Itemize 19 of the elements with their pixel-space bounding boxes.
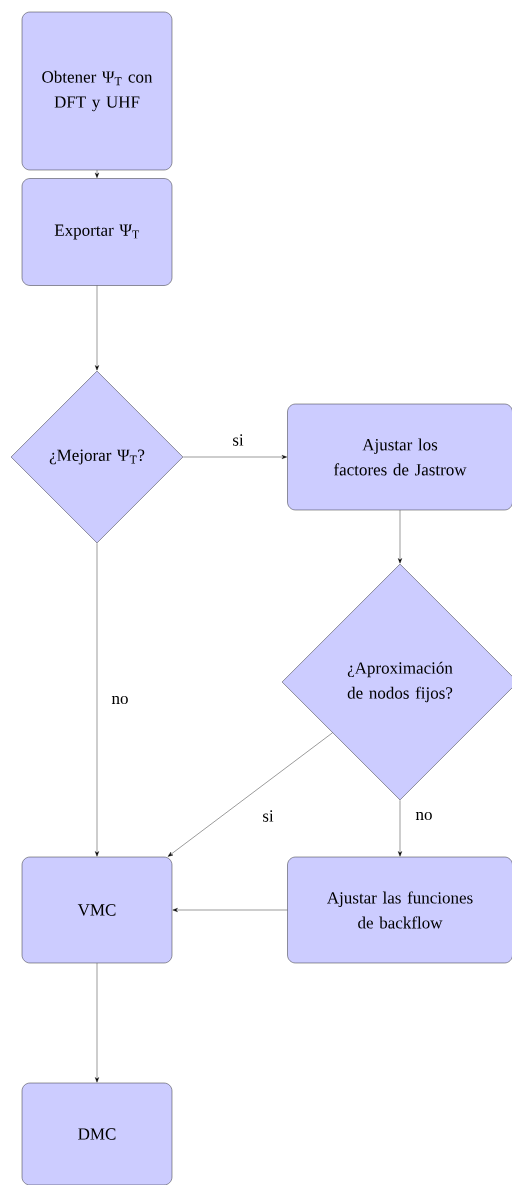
arrow <box>398 800 402 857</box>
arrow <box>95 285 99 371</box>
process-box: Obtener Ψ$_{T}$ con DFT y UHF <box>21 11 173 171</box>
edge-label: no <box>414 810 434 822</box>
process-box: VMC <box>21 856 173 964</box>
edge-label: no <box>110 694 130 706</box>
process-box: Ajustar los factores de Jastrow <box>287 403 512 511</box>
arrow <box>95 963 99 1083</box>
arrow <box>183 455 287 459</box>
arrow <box>167 732 333 857</box>
arrow <box>172 908 288 912</box>
process-box: DMC <box>21 1082 173 1185</box>
arrow <box>95 543 99 857</box>
process-box: Ajustar las funciones de backflow <box>287 856 512 964</box>
edge-label: si <box>261 809 275 823</box>
edge-label: si <box>231 433 245 447</box>
arrow <box>398 510 402 564</box>
process-box: Exportar Ψ$_{T}$ <box>21 178 173 286</box>
arrow <box>95 170 99 178</box>
